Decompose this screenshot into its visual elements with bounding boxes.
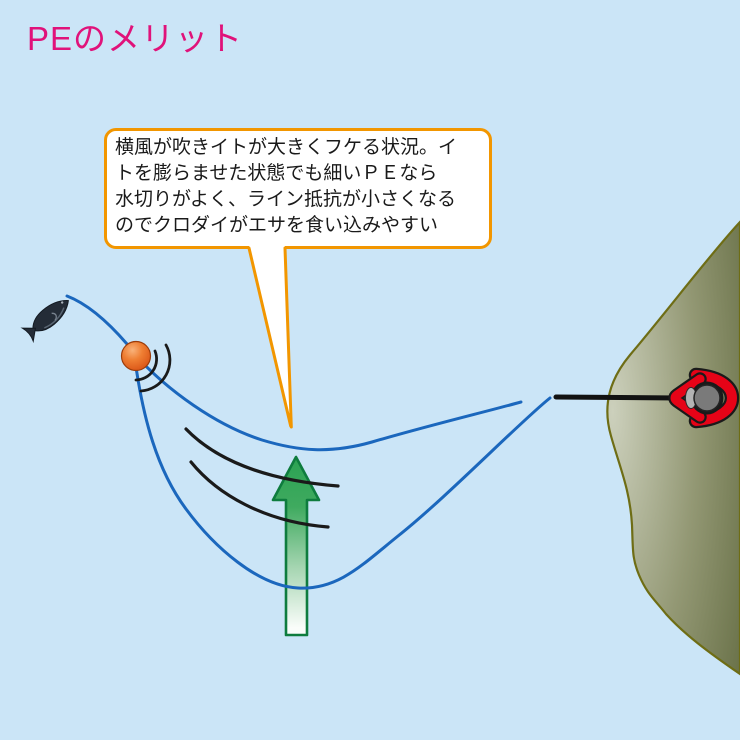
bubble-text-line: 水切りがよく、ライン抵抗が小さくなる — [115, 189, 457, 210]
line-bow-upper — [136, 356, 523, 452]
wind-direction-arrow-icon — [271, 455, 321, 637]
float-vibration-arc-inner — [134, 349, 158, 382]
page-title: PEのメリット — [27, 20, 244, 57]
wind-flow-arc-upper — [184, 427, 340, 488]
bait-fish-icon — [20, 300, 69, 344]
speech-bubble-tail-border — [247, 246, 293, 429]
angler-top-view — [668, 367, 740, 429]
line-bait-to-float — [65, 294, 129, 346]
cliff — [606, 220, 740, 676]
bubble-text-line: のでクロダイがエサを食い込みやすい — [115, 215, 439, 236]
speech-bubble: 横風が吹きイトが大きくフケる状況。イ トを膨らませた状態でも細いＰＥなら 水切り… — [104, 128, 492, 249]
fishing-rod — [553, 394, 681, 401]
bubble-text-line: 横風が吹きイトが大きくフケる状況。イ — [115, 137, 458, 158]
wind-flow-arc-lower — [189, 460, 330, 529]
bubble-text-line: トを膨らませた状態でも細いＰＥなら — [115, 163, 438, 184]
angler-head — [693, 384, 721, 412]
float-vibration-arc-outer — [139, 343, 172, 393]
float-icon — [120, 340, 152, 372]
line-bow-lower — [133, 358, 552, 590]
